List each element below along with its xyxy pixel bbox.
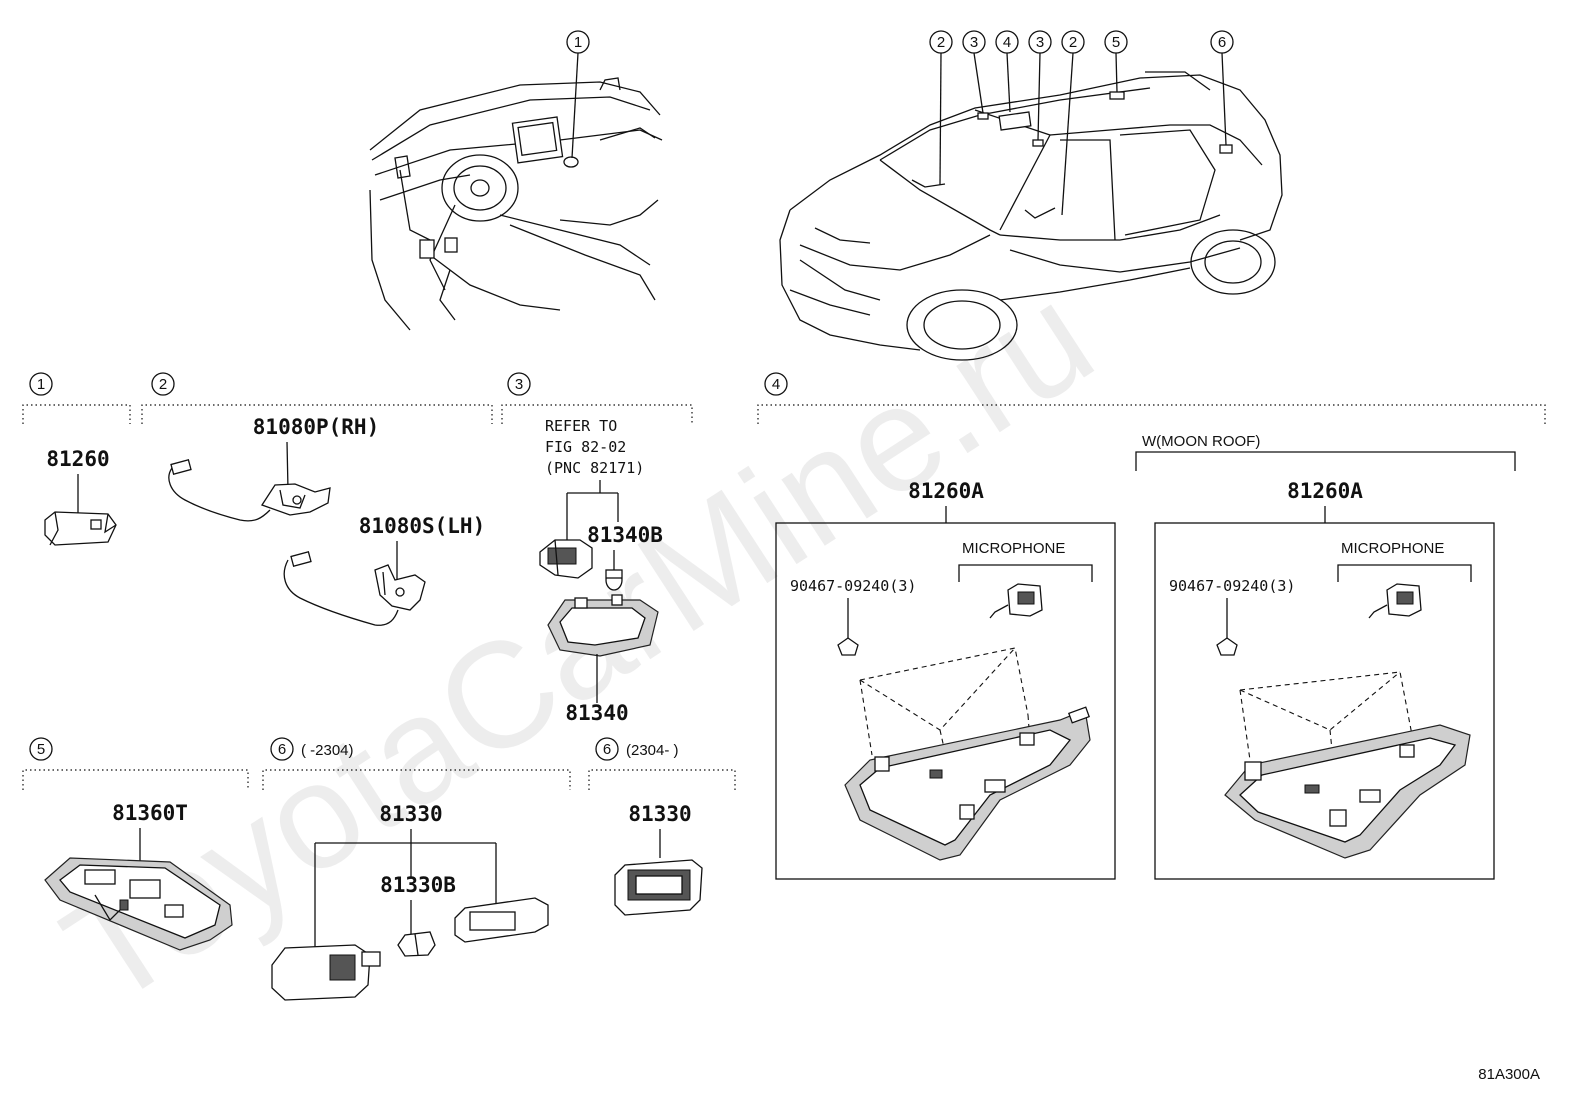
svg-text:2: 2 [159,376,167,393]
svg-text:81360T: 81360T [112,801,188,825]
part-81080P: 81080P(RH) [168,415,379,522]
svg-text:2: 2 [937,34,945,51]
svg-text:(PNC 82171): (PNC 82171) [545,459,644,477]
svg-text:4: 4 [772,376,780,393]
part-81360T: 81360T [44,801,233,951]
part-81260A-standard: 81260A MICROPHONE 90467-09240(3) [775,479,1116,880]
part-81330-late: 81330 [614,802,703,916]
part-81330B: 81330B [380,873,456,957]
svg-text:6: 6 [1218,34,1226,51]
svg-text:5: 5 [1112,34,1120,51]
svg-text:6: 6 [603,741,611,758]
svg-text:3: 3 [1036,34,1044,51]
car-illustration [779,71,1283,361]
figure-code: 81A300A [1478,1066,1540,1083]
svg-text:81330B: 81330B [380,873,456,897]
svg-text:(2304- ): (2304- ) [626,742,679,759]
part-81260: 81260 [44,447,117,546]
part-socket-bulb [539,539,593,579]
moon-roof-bracket: W(MOON ROOF) [1135,433,1516,471]
part-81330-early: 81330 [271,802,549,1001]
svg-text:81080S(LH): 81080S(LH) [359,514,485,538]
group-1-header: 1 [22,372,131,424]
part-81080S: 81080S(LH) [283,514,485,626]
svg-text:W(MOON ROOF): W(MOON ROOF) [1142,433,1260,450]
group-3-refer-note: REFER TO FIG 82-02 (PNC 82171) [545,417,644,548]
part-81260A-moon-roof: 81260A MICROPHONE 90467-09240(3) [1154,479,1495,880]
svg-text:81260A: 81260A [1287,479,1363,503]
svg-text:81080P(RH): 81080P(RH) [253,415,379,439]
group-3-header: 3 [501,372,693,424]
svg-text:REFER TO: REFER TO [545,417,617,435]
svg-text:FIG 82-02: FIG 82-02 [545,438,626,456]
group-5-header: 5 [22,737,249,790]
svg-text:6: 6 [278,741,286,758]
svg-text:81260: 81260 [46,447,109,471]
svg-text:81340B: 81340B [587,523,663,547]
svg-text:3: 3 [970,34,978,51]
group-4-header: 4 [757,372,1546,424]
dash-callout-1: 1 [566,30,590,159]
svg-text:3: 3 [515,376,523,393]
group-6a-header: 6 ( -2304) [262,737,571,790]
svg-text:90467-09240(3): 90467-09240(3) [790,577,916,595]
svg-text:81330: 81330 [628,802,691,826]
svg-text:1: 1 [37,376,45,393]
svg-text:( -2304): ( -2304) [301,742,354,759]
dashboard-illustration [369,77,663,331]
svg-text:81330: 81330 [379,802,442,826]
svg-text:1: 1 [574,34,582,51]
svg-text:5: 5 [37,741,45,758]
part-81340: 81340 [547,594,659,725]
svg-text:4: 4 [1003,34,1011,51]
part-81340B: 81340B [587,523,663,591]
group-6b-header: 6 (2304- ) [588,737,736,790]
svg-text:MICROPHONE: MICROPHONE [1341,540,1444,557]
svg-text:81260A: 81260A [908,479,984,503]
svg-text:2: 2 [1069,34,1077,51]
svg-text:MICROPHONE: MICROPHONE [962,540,1065,557]
group-2-header: 2 [141,372,493,424]
svg-text:81340: 81340 [565,701,628,725]
svg-text:90467-09240(3): 90467-09240(3) [1169,577,1295,595]
car-callouts: 2 3 4 3 2 5 6 [929,30,1234,216]
